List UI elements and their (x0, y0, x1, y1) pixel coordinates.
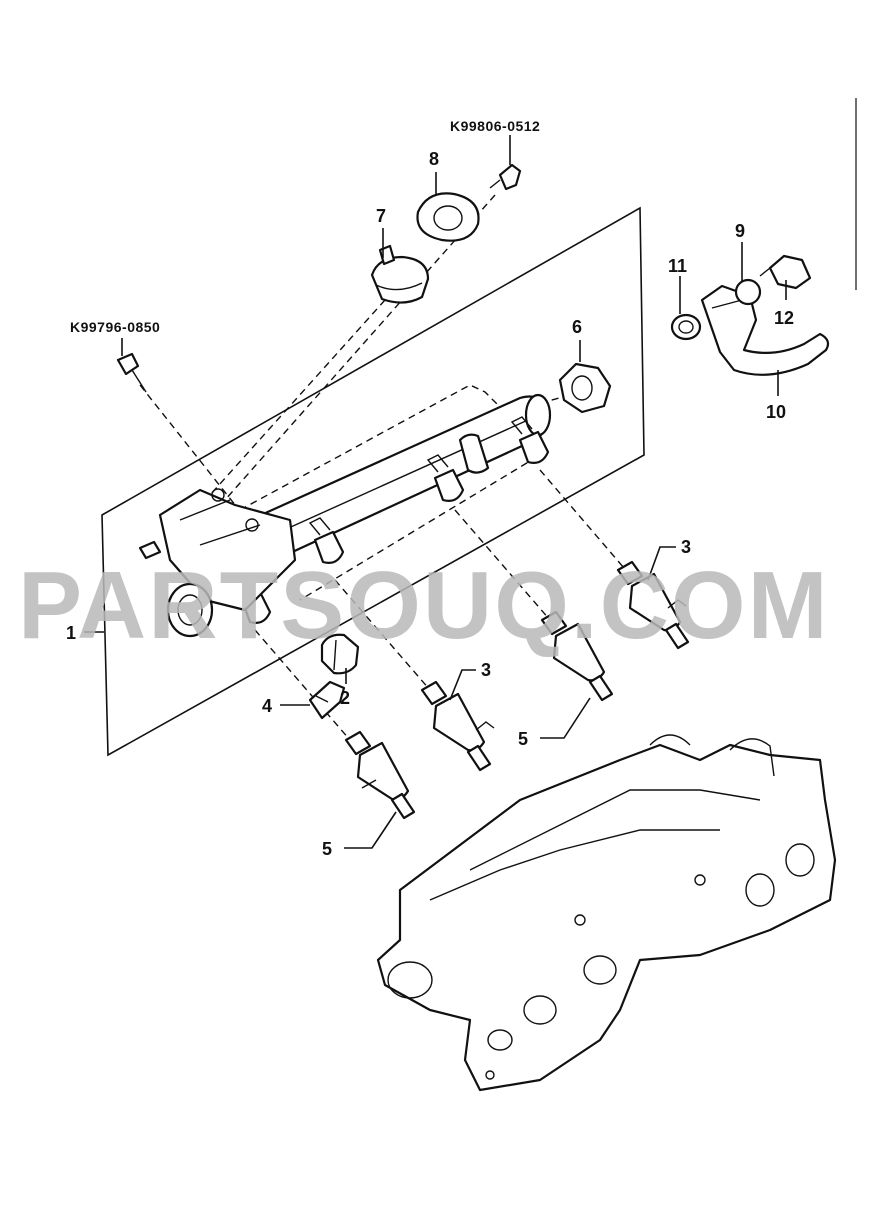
part-4-clip (308, 680, 346, 720)
callout-9: 9 (735, 221, 745, 241)
callout-8: 8 (429, 149, 439, 169)
part-12-union-bolt (768, 254, 812, 290)
bolt-top (489, 163, 522, 191)
part-6-grommet (558, 362, 612, 414)
callout-5-right: 5 (518, 729, 528, 749)
injector-right-lower (540, 610, 614, 702)
callout-11: 11 (668, 256, 687, 276)
fuel-rail-end-body (138, 488, 297, 638)
injector-lower-left (344, 730, 416, 820)
part-11-washer (670, 313, 702, 341)
part-2-cushion (320, 633, 360, 675)
callout-4: 4 (262, 696, 272, 716)
callout-12: 12 (774, 308, 794, 328)
watermark: PARTSOUQ.COM (18, 552, 830, 659)
part-number-left-bolt: K99796-0850 (70, 319, 160, 335)
callout-6: 6 (572, 317, 582, 337)
leader-lines (84, 135, 787, 849)
callout-10: 10 (766, 402, 786, 422)
part-10-return-pipe (700, 284, 830, 376)
part-8-gasket (416, 192, 480, 242)
fuel-return-pipe-group (670, 254, 830, 376)
callout-2: 2 (340, 688, 350, 708)
alignment-lines (139, 194, 631, 741)
callout-5-left: 5 (322, 839, 332, 859)
callout-3-right: 3 (681, 537, 691, 557)
bolt-left (116, 352, 147, 393)
callout-1: 1 (66, 623, 76, 643)
part-number-top-bolt: K99806-0512 (450, 118, 540, 134)
injector-far-right (616, 560, 690, 650)
injector-center (420, 680, 495, 772)
part-7-pressure-regulator (370, 244, 430, 304)
rail-dashed-outline (239, 384, 547, 601)
callout-3-center: 3 (481, 660, 491, 680)
callout-7: 7 (376, 206, 386, 226)
fuel-rail (240, 393, 552, 624)
assembly-frame (101, 206, 645, 757)
part-9-washer (734, 278, 762, 306)
intake-manifold (376, 734, 837, 1092)
